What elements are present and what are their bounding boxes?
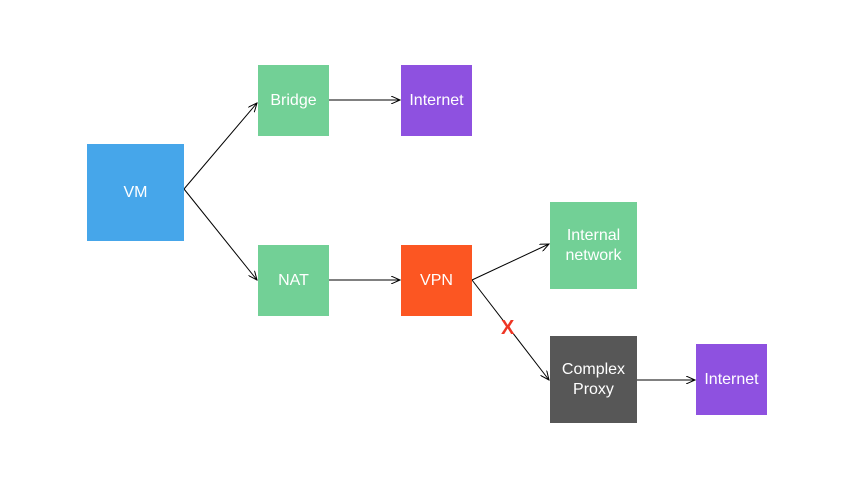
complex-proxy-node-label: Complex Proxy [561,360,626,398]
bridge-node: Bridge [258,65,329,136]
internet-node-bottom: Internet [696,344,767,415]
vpn-node: VPN [401,245,472,316]
bridge-node-label: Bridge [270,91,317,109]
complex-proxy-node: Complex Proxy [550,336,637,423]
internet-node-top: Internet [401,65,472,136]
internet-node-bottom-label: Internet [704,370,759,388]
nat-node-label: NAT [278,271,309,289]
vpn-node-label: VPN [420,271,453,289]
edge-vpn-complex-proxy [471,279,549,380]
vm-node-label: VM [123,183,148,201]
blocked-x-mark: X [501,317,515,339]
nat-node: NAT [258,245,329,316]
internal-network-node-label: Internal network [565,226,622,264]
edge-vpn-internal-network [471,244,549,281]
edge-vm-bridge [183,103,257,190]
internet-node-top-label: Internet [409,91,464,109]
vm-node: VM [87,144,184,241]
edge-vm-nat [183,188,257,280]
internal-network-node: Internal network [550,202,637,289]
